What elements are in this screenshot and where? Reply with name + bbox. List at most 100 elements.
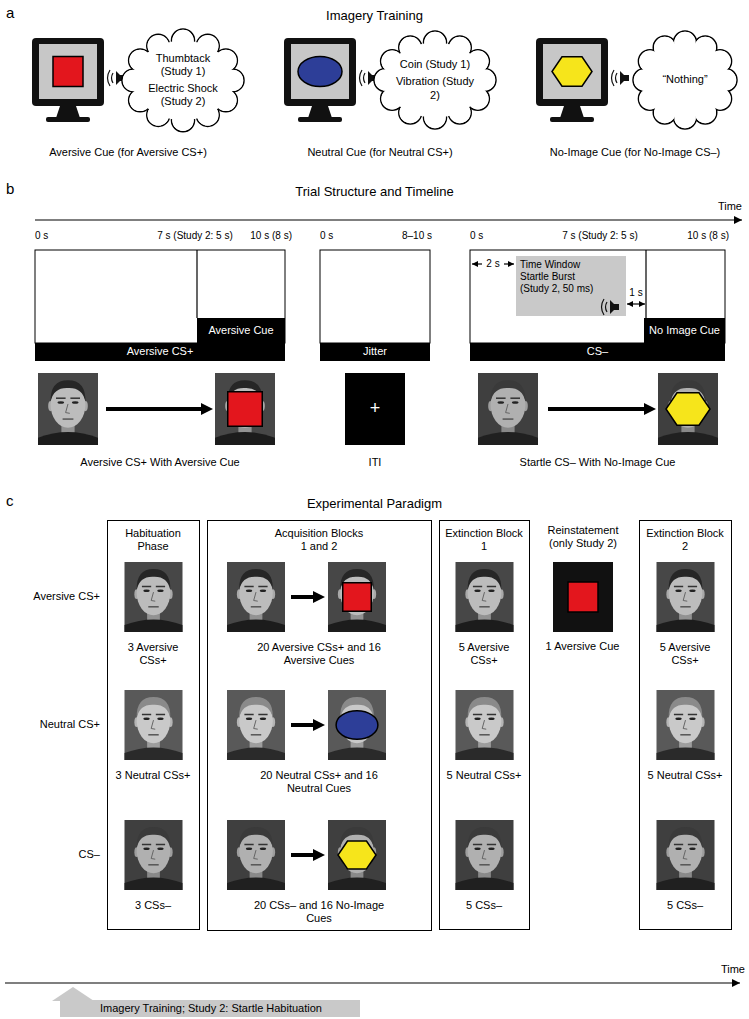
face-photo	[157, 847, 163, 850]
aversive-cue	[53, 57, 83, 87]
count-label: 1 Aversive Cue	[533, 640, 632, 653]
face-photo	[66, 404, 70, 413]
face-photo	[688, 844, 697, 846]
thought-bubble: Coin (Study 1)Vibration (Study 2)	[373, 30, 497, 130]
face-photo	[675, 589, 681, 592]
face-photo	[137, 827, 171, 848]
aversive-cue	[343, 583, 372, 612]
face-photo	[478, 432, 538, 445]
monitor-icon	[536, 38, 608, 122]
pre-phase-arrowhead	[52, 987, 94, 1001]
face-photo	[254, 720, 258, 729]
speaker-icon	[610, 300, 614, 314]
cue-caption: Neutral Cue (for Neutral CS+)	[270, 146, 490, 159]
node-text: 3 Neutral CSs+	[113, 769, 193, 782]
face-photo	[215, 432, 275, 445]
face-photo	[479, 606, 489, 608]
face-photo	[151, 850, 155, 859]
face-photo	[151, 592, 155, 601]
face-photo	[496, 397, 506, 399]
speaker-icon	[606, 302, 608, 312]
fixation-screen: +	[345, 373, 405, 445]
face-photo	[680, 864, 690, 866]
face-photo	[680, 606, 690, 608]
face-photo	[674, 844, 683, 846]
face-photo	[675, 717, 681, 720]
face-photo	[479, 734, 489, 736]
face-photo	[482, 850, 486, 859]
face-photo	[125, 690, 183, 760]
face-photo	[478, 373, 538, 445]
speaker-icon	[360, 70, 363, 86]
node-text: Time Window Startle Burst (Study 2, 50 m…	[520, 259, 606, 295]
face-photo	[125, 690, 183, 760]
face-photo	[488, 847, 494, 850]
speaker-icon	[620, 71, 624, 85]
time-label: 0 s	[35, 230, 75, 242]
speaker-icon	[368, 71, 372, 85]
face-photo	[680, 734, 690, 736]
face-photo	[215, 373, 275, 445]
face-photo	[657, 747, 715, 760]
bubble-outline	[121, 28, 245, 133]
face-photo	[658, 373, 718, 445]
face-photo	[244, 586, 253, 588]
face-photo	[244, 844, 253, 846]
node-text: 5 Aversive CSs+	[444, 641, 524, 667]
face-photo	[157, 717, 163, 720]
node-text: 5 CSs–	[645, 899, 725, 912]
time-axis	[35, 219, 742, 220]
face-photo	[125, 747, 183, 760]
face-photo	[38, 432, 98, 445]
face-photo	[328, 877, 386, 890]
phase-box: Extinction Block 25 Aversive CSs+5 Neutr…	[639, 520, 732, 930]
face-photo	[227, 747, 285, 760]
speaker-icon	[112, 73, 114, 83]
face-photo	[468, 827, 502, 848]
face-photo	[456, 820, 514, 890]
face-photo	[657, 690, 715, 760]
face-photo	[156, 714, 165, 716]
phase-heading: Extinction Block 1	[444, 527, 524, 553]
cue-bar: No Image Cue	[644, 318, 725, 343]
node-text: 3 CSs–	[113, 899, 193, 912]
face-photo	[456, 747, 514, 760]
face-photo	[468, 569, 502, 590]
face-photo	[142, 586, 151, 588]
monitor-icon	[543, 44, 601, 99]
face-photo	[148, 734, 158, 736]
face-photo	[669, 569, 703, 590]
node-text: Aversive Cue	[208, 324, 273, 337]
phase-label: Reinstatement (only Study 2)	[539, 524, 627, 550]
row-label: Neutral CS+	[4, 718, 100, 731]
face-photo	[669, 697, 703, 718]
node-text: 5 Neutral CSs+	[645, 769, 725, 782]
face-photo	[657, 820, 715, 890]
node-text: 20 CSs– and 16 No-Image Cues	[249, 899, 389, 925]
face-photo	[125, 877, 183, 890]
face-photo	[503, 418, 514, 420]
time-axis	[5, 982, 740, 983]
face-photo	[143, 589, 149, 592]
face-photo	[239, 827, 273, 848]
face-photo	[474, 847, 480, 850]
monitor-icon	[39, 44, 97, 99]
trial-caption: ITI	[320, 456, 430, 469]
face-photo	[487, 714, 496, 716]
face-photo	[473, 586, 482, 588]
face-photo	[683, 850, 687, 859]
panel-letter: a	[6, 4, 26, 22]
monitor-icon	[550, 117, 594, 122]
face-photo	[498, 401, 505, 404]
trial-caption: Aversive CS+ With Aversive Cue	[35, 456, 285, 469]
face-photo	[328, 820, 386, 890]
panel-title: Trial Structure and Timeline	[0, 184, 749, 200]
speaker-icon	[612, 70, 615, 86]
speaker-icon	[612, 70, 630, 86]
face-photo	[125, 619, 183, 632]
progress-arrow	[106, 407, 201, 411]
face-photo	[227, 820, 285, 890]
phase-box: Acquisition Blocks 1 and 220 Aversive CS…	[207, 520, 432, 931]
face-photo	[258, 586, 267, 588]
face-photo	[258, 714, 267, 716]
